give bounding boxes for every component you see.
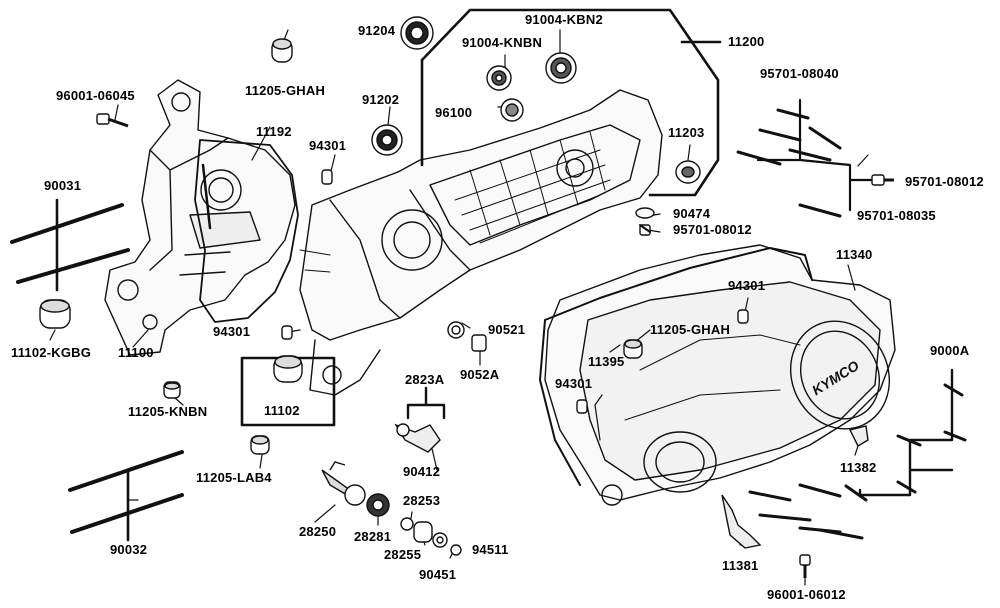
pin-94301-right <box>737 309 749 324</box>
label-11340: 11340 <box>836 247 873 262</box>
bearing-91204 <box>400 16 434 50</box>
dowel-11102-kgbg <box>39 299 71 329</box>
washer-90521 <box>447 321 465 339</box>
label-94511: 94511 <box>472 542 509 557</box>
label-11205-ghah-mid: 11205-GHAH <box>650 322 731 337</box>
bracket-11382 <box>848 425 869 447</box>
label-91202: 91202 <box>362 92 400 107</box>
dowel-11102 <box>273 355 303 383</box>
bracket-11381 <box>721 494 762 549</box>
bolt-96001-06012 <box>799 554 811 578</box>
label-95701-08012-right: 95701-08012 <box>905 174 984 189</box>
dowel-11205-ghah-mid <box>623 339 643 359</box>
bushing-11203 <box>675 160 701 184</box>
label-94301-top: 94301 <box>309 138 347 153</box>
label-95701-08035: 95701-08035 <box>857 208 936 223</box>
kick-shaft-28250 <box>321 461 366 506</box>
studs-90032 <box>68 450 184 534</box>
label-9052a: 9052A <box>460 367 500 382</box>
label-90451: 90451 <box>419 567 457 582</box>
bolts-95701-08012-mid <box>639 224 651 233</box>
label-90474: 90474 <box>673 206 711 221</box>
kick-gear-28281 <box>366 493 390 517</box>
label-11205-ghah-top: 11205-GHAH <box>245 83 326 98</box>
pin-94301-left <box>281 325 293 340</box>
label-90521: 90521 <box>488 322 526 337</box>
label-11205-knbn: 11205-KNBN <box>128 404 208 419</box>
label-94301-left: 94301 <box>213 324 251 339</box>
bearing-91202 <box>371 124 403 156</box>
bolts-9000a <box>748 383 967 540</box>
clip-94511 <box>450 544 462 556</box>
bearing-91004-knbn <box>486 65 512 91</box>
bearing-91004-kbn2 <box>545 52 577 84</box>
label-95701-08012-mid: 95701-08012 <box>673 222 752 237</box>
right-side-cover <box>544 244 896 506</box>
label-2823a: 2823A <box>405 372 445 387</box>
bolt-90474 <box>635 207 655 236</box>
spacer-28253 <box>413 521 433 543</box>
label-94301-right: 94301 <box>728 278 766 293</box>
label-90031: 90031 <box>44 178 82 193</box>
pin-11205-lab4 <box>250 435 270 455</box>
pin-94301-low <box>576 399 588 414</box>
arm-90412 <box>394 423 441 453</box>
label-11205-lab4: 11205-LAB4 <box>196 470 272 485</box>
label-96001-06012: 96001-06012 <box>767 587 846 602</box>
left-crankcase-half <box>104 79 296 356</box>
label-28253: 28253 <box>403 493 441 508</box>
label-11382: 11382 <box>840 460 877 475</box>
label-91004-knbn: 91004-KNBN <box>462 35 543 50</box>
label-11203: 11203 <box>668 125 705 140</box>
studs-90031 <box>10 203 130 284</box>
label-11102-kgbg: 11102-KGBG <box>11 345 92 360</box>
washer-90451 <box>432 532 448 548</box>
seal-96100 <box>500 98 524 122</box>
bolts-95701-08040 <box>736 108 842 166</box>
label-28281: 28281 <box>354 529 392 544</box>
main-crankcase <box>299 89 663 396</box>
pin-11205-knbn <box>163 381 181 399</box>
callout-box-11102 <box>240 356 336 427</box>
label-28255: 28255 <box>384 547 422 562</box>
bracket-2823a <box>406 386 446 420</box>
label-94301-low: 94301 <box>555 376 593 391</box>
gasket-11192 <box>194 139 299 323</box>
label-91004-kbn2: 91004-KBN2 <box>525 12 603 27</box>
label-95701-08040: 95701-08040 <box>760 66 839 81</box>
label-11395: 11395 <box>588 354 625 369</box>
label-28250: 28250 <box>299 524 337 539</box>
dowel-11205-ghah-top <box>271 38 293 63</box>
bolt-95701-08012-right <box>871 174 894 186</box>
label-11200: 11200 <box>728 34 765 49</box>
label-96001-06045: 96001-06045 <box>56 88 135 103</box>
bolt-95701-08035 <box>798 203 842 218</box>
label-11192: 11192 <box>256 124 292 139</box>
bolt-96001-06045 <box>96 113 129 128</box>
label-11102: 11102 <box>264 403 300 418</box>
label-9000a: 9000A <box>930 343 970 358</box>
label-11381: 11381 <box>722 558 759 573</box>
gasket-11395 <box>539 247 813 486</box>
label-11100: 11100 <box>118 345 154 360</box>
pin-94301-top <box>321 169 333 185</box>
callout-box-11200 <box>420 8 720 197</box>
label-90412: 90412 <box>403 464 441 479</box>
plug-9052a <box>471 334 487 352</box>
washer-28255 <box>400 517 414 531</box>
label-91204: 91204 <box>358 23 396 38</box>
label-96100: 96100 <box>435 105 473 120</box>
label-90032: 90032 <box>110 542 148 557</box>
